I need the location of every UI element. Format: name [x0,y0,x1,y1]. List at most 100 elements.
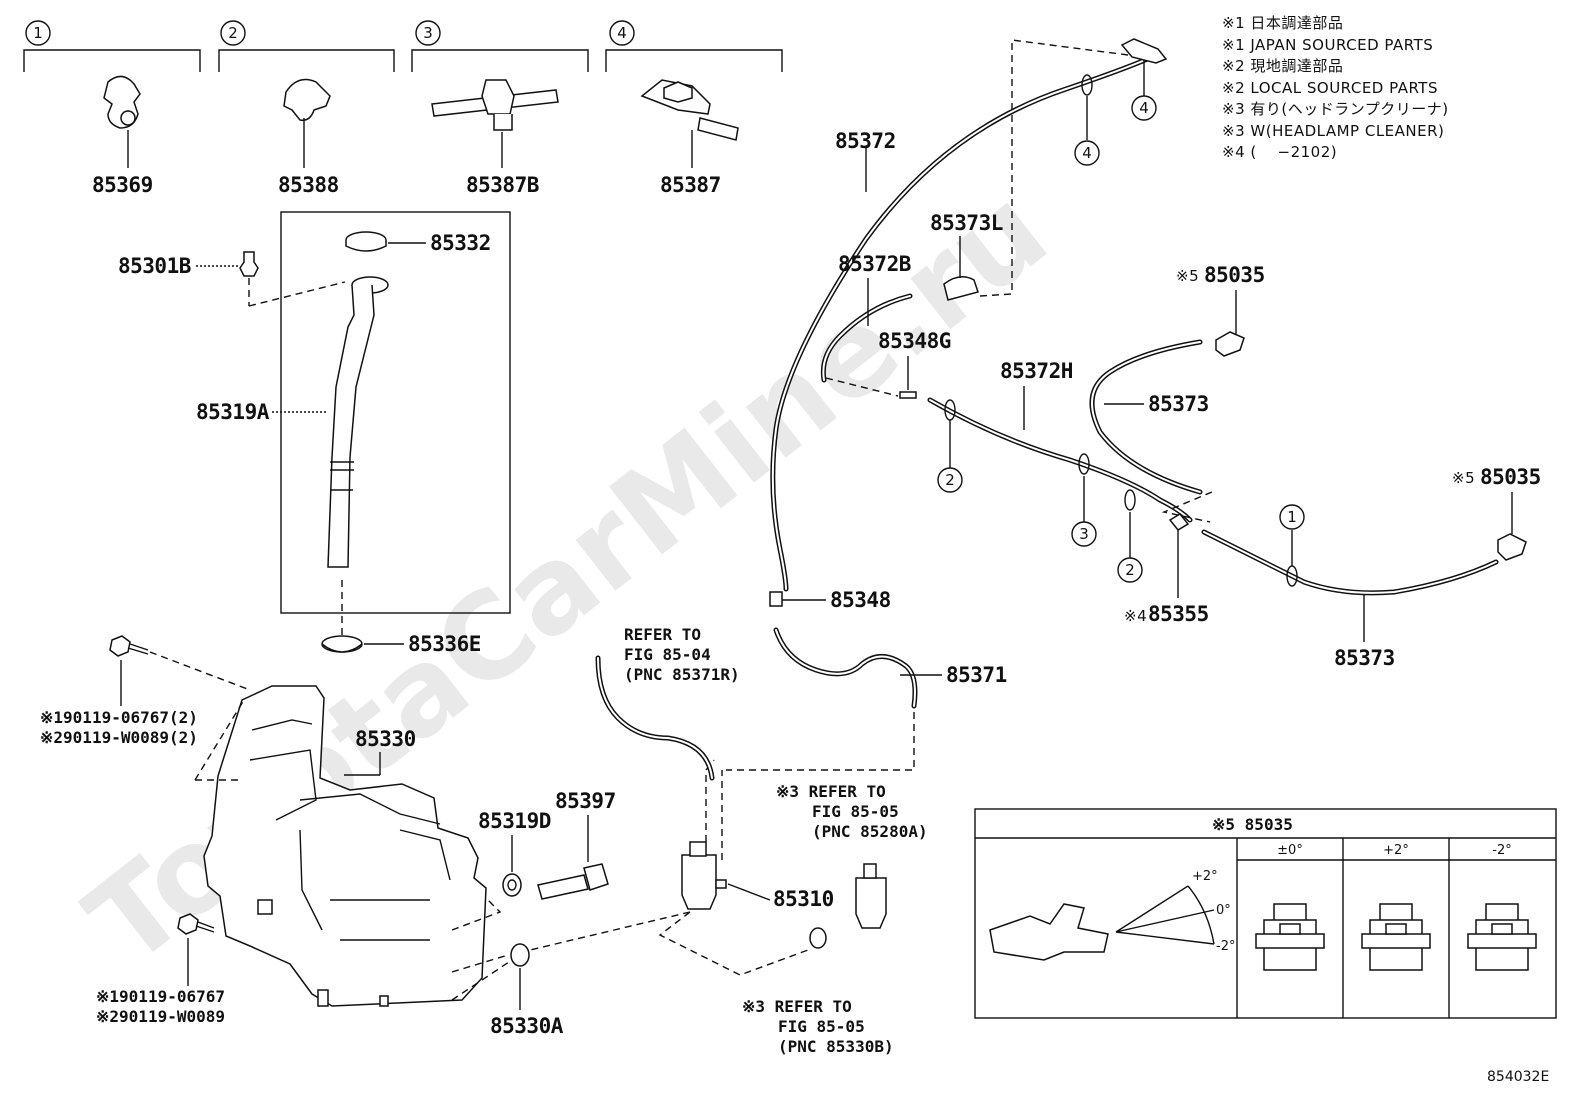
tee-85348G [899,356,917,399]
detail-title: ※5 85035 [1212,815,1293,834]
refer-1: REFER TO FIG 85-04 (PNC 85371R) [624,625,740,684]
sensor-85397 [537,815,609,900]
part-85397: 85397 [555,789,616,813]
angle-plus2: +2° [1192,869,1218,884]
col-0: ±0° [1277,843,1303,858]
svg-text:※2 LOCAL SOURCED PARTS: ※2 LOCAL SOURCED PARTS [1222,79,1438,97]
part-85355: 85355 [1148,602,1209,626]
part-85373-upper: 85373 [1148,392,1209,416]
svg-text:2: 2 [1125,561,1135,579]
svg-text:2: 2 [945,471,955,489]
col-minus2: -2° [1492,843,1511,858]
bolt-top [109,635,251,781]
svg-text:4: 4 [617,24,627,42]
clip-85387B-drawing [431,79,559,168]
grommet-85330A [451,943,530,1010]
cap-85332 [345,231,426,252]
part-85336E: 85336E [408,632,481,656]
notes-block: ※1 日本調達部品 ※1 JAPAN SOURCED PARTS ※2 現地調達… [1222,14,1449,161]
washer-tank-85330 [203,685,487,1007]
part-85330A: 85330A [490,1014,564,1038]
part-85310: 85310 [773,887,834,911]
svg-text:※3 REFER TO: ※3 REFER TO [776,782,886,801]
nozzle-85035-upper [1215,290,1245,357]
refer-3: ※3 REFER TO FIG 85-05 (PNC 85330B) [742,997,894,1056]
svg-text:2: 2 [228,24,238,42]
svg-text:※4 ( −2102): ※4 ( −2102) [1222,143,1337,161]
nozzle-85373L [943,236,979,301]
part-85332: 85332 [430,231,491,255]
part-85319D: 85319D [478,809,551,833]
clip-85369-drawing [103,75,141,168]
col-plus2: +2° [1383,843,1409,858]
svg-text:※3 W(HEADLAMP CLEANER): ※3 W(HEADLAMP CLEANER) [1222,122,1444,140]
front-view-plus2 [1361,903,1431,971]
angle-minus2: -2° [1216,939,1235,954]
bolt-bottom-line1: ※190119-06767 [96,987,225,1006]
part-85372: 85372 [835,129,896,153]
svg-text:※1 JAPAN SOURCED PARTS: ※1 JAPAN SOURCED PARTS [1222,36,1433,54]
headlamp-pump [809,863,887,949]
svg-text:(PNC 85330B): (PNC 85330B) [778,1037,894,1056]
part-85348G: 85348G [878,329,951,353]
svg-text:4: 4 [1082,144,1092,162]
part-85373-lower: 85373 [1334,646,1395,670]
part-85371: 85371 [946,663,1007,687]
svg-text:※2 現地調達部品: ※2 現地調達部品 [1222,57,1343,75]
part-85035-upper: 85035 [1204,263,1265,287]
svg-text:1: 1 [33,24,43,42]
clip-85387-drawing [640,79,739,168]
clip-section: 1 2 3 4 85369 85388 [23,20,783,197]
front-view-0 [1255,903,1325,971]
bolt-bottom [177,913,215,986]
mark5-upper: ※5 [1176,267,1199,285]
connector-85355 [1168,513,1190,598]
svg-text:※1 日本調達部品: ※1 日本調達部品 [1222,14,1343,32]
part-85369: 85369 [92,173,153,197]
clip-85301B [196,251,259,306]
pump-85310 [529,759,809,976]
nozzle-85035-lower [1497,492,1527,561]
part-85330: 85330 [355,727,416,751]
clip-85388-drawing [283,78,331,168]
svg-text:FIG 85-05: FIG 85-05 [812,802,899,821]
part-85035-lower: 85035 [1480,465,1541,489]
detail-box-85035: ※5 85035 ±0° +2° -2° +2° 0° -2° [974,808,1557,1019]
part-85387B: 85387B [466,173,539,197]
tee-85348 [769,591,826,607]
svg-text:※3 REFER TO: ※3 REFER TO [742,997,852,1016]
bolt-top-line2: ※290119-W0089(2) [40,728,198,747]
bolt-top-line1: ※190119-06767(2) [40,708,198,727]
nozzle-top: 4 [1120,38,1168,121]
clip-header-2: 2 [218,20,395,72]
mark4: ※4 [1124,607,1147,625]
clip-header-3: 3 [411,20,589,72]
part-85319A: 85319A [196,400,270,424]
filler-assembly-box [280,211,511,614]
grommet-85336E [321,635,404,653]
svg-text:(PNC 85280A): (PNC 85280A) [812,822,928,841]
part-85388: 85388 [278,173,339,197]
clip-header-1: 1 [23,20,201,72]
svg-text:(PNC 85371R): (PNC 85371R) [624,665,740,684]
part-85387: 85387 [660,173,721,197]
svg-text:1: 1 [1287,508,1297,526]
mark5-lower: ※5 [1452,469,1475,487]
part-85301B: 85301B [118,254,191,278]
bolt-bottom-line2: ※290119-W0089 [96,1007,225,1026]
svg-text:REFER TO: REFER TO [624,625,701,644]
clip-header-4: 4 [605,20,783,72]
refer-2: ※3 REFER TO FIG 85-05 (PNC 85280A) [776,782,928,841]
svg-text:3: 3 [423,24,433,42]
svg-text:※3 有り(ヘッドランプクリーナ): ※3 有り(ヘッドランプクリーナ) [1222,100,1449,118]
svg-text:FIG 85-05: FIG 85-05 [778,1017,865,1036]
grommet-85319D [451,835,522,931]
front-view-minus2 [1467,903,1537,971]
diagram-code: 854032E [1487,1069,1549,1085]
svg-text:4: 4 [1139,99,1149,117]
svg-text:3: 3 [1079,525,1089,543]
part-85372B: 85372B [838,252,911,276]
angle-0: 0° [1216,903,1231,918]
filler-pipe-85319A [272,276,389,568]
